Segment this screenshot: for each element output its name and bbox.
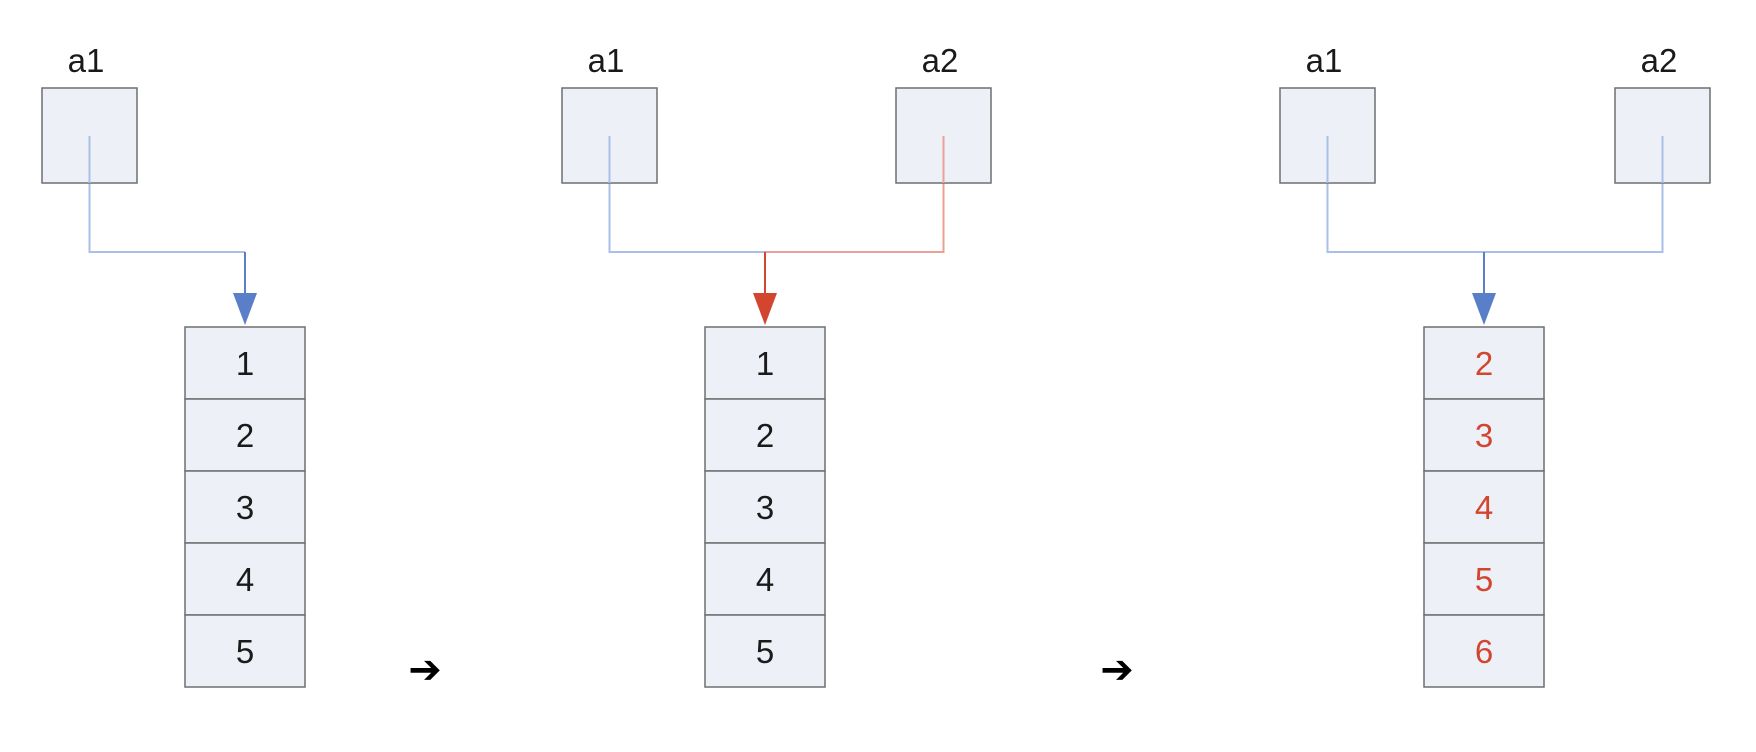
- step-arrow-icon: ➔: [1100, 648, 1134, 692]
- value-cell: [184, 398, 306, 472]
- value-cell: [1423, 614, 1545, 688]
- cell-value: 1: [236, 345, 254, 382]
- cell-value: 4: [756, 561, 774, 598]
- cell-value: 2: [756, 417, 774, 454]
- cell-value: 3: [1475, 417, 1493, 454]
- value-cell: [704, 542, 826, 616]
- value-cell: [1423, 326, 1545, 400]
- arrowhead-icon: [233, 293, 257, 325]
- variable-label: a1: [588, 42, 625, 79]
- value-cell: [1423, 542, 1545, 616]
- cell-value: 5: [236, 633, 254, 670]
- cell-value: 2: [236, 417, 254, 454]
- cell-value: 5: [1475, 561, 1493, 598]
- arrowhead-icon: [753, 293, 777, 325]
- value-cell: [704, 614, 826, 688]
- variable-label: a2: [922, 42, 959, 79]
- cell-value: 4: [1475, 489, 1493, 526]
- value-cell: [704, 470, 826, 544]
- arrowhead-icon: [1472, 293, 1496, 325]
- cell-value: 5: [756, 633, 774, 670]
- cell-value: 3: [236, 489, 254, 526]
- variable-label: a2: [1641, 42, 1678, 79]
- value-cell: [184, 614, 306, 688]
- step-arrow-icon: ➔: [408, 648, 442, 692]
- cell-value: 1: [756, 345, 774, 382]
- value-cell: [1423, 398, 1545, 472]
- cell-value: 3: [756, 489, 774, 526]
- value-cell: [704, 398, 826, 472]
- variable-label: a1: [68, 42, 105, 79]
- cell-value: 4: [236, 561, 254, 598]
- value-cell: [184, 326, 306, 400]
- value-cell: [1423, 470, 1545, 544]
- cell-value: 6: [1475, 633, 1493, 670]
- cell-value: 2: [1475, 345, 1493, 382]
- variable-label: a1: [1306, 42, 1343, 79]
